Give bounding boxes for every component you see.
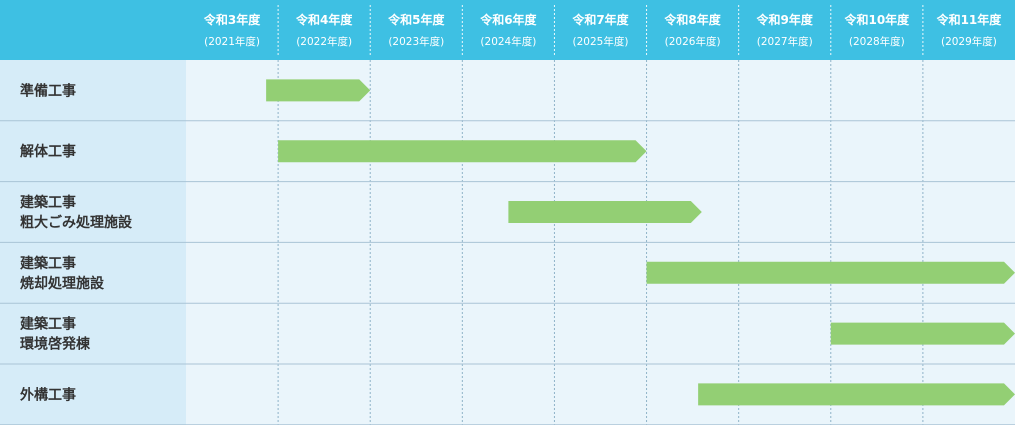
header-background: [0, 0, 1015, 60]
year-header-label: 令和5年度: [387, 12, 445, 27]
task-label: 外構工事: [20, 386, 76, 403]
task-label: 解体工事: [20, 143, 76, 160]
year-header-ad: (2021年度): [204, 35, 260, 48]
year-header-ad: (2027年度): [757, 35, 813, 48]
year-header-label: 令和7年度: [571, 12, 629, 27]
task-label: 焼却処理施設: [20, 275, 105, 292]
task-bar: [698, 383, 1015, 406]
year-header-ad: (2026年度): [665, 35, 721, 48]
year-header-label: 令和11年度: [936, 12, 1003, 27]
year-header-ad: (2028年度): [849, 35, 905, 48]
task-label: 環境啓発棟: [20, 336, 91, 353]
year-header-ad: (2024年度): [480, 35, 536, 48]
year-header-label: 令和4年度: [295, 12, 353, 27]
year-header-label: 令和9年度: [756, 12, 814, 27]
task-label: 準備工事: [20, 82, 76, 99]
year-header-label: 令和6年度: [479, 12, 537, 27]
year-header-label: 令和8年度: [663, 12, 721, 27]
task-bar: [508, 201, 702, 223]
year-header-ad: (2025年度): [573, 35, 629, 48]
task-bar: [266, 79, 371, 102]
year-header-ad: (2029年度): [941, 35, 997, 48]
task-bar: [646, 261, 1015, 284]
task-bar: [278, 140, 647, 163]
year-header-label: 令和3年度: [203, 12, 261, 27]
year-header-ad: (2022年度): [296, 35, 352, 48]
task-bar: [830, 322, 1015, 345]
year-header-label: 令和10年度: [843, 12, 910, 27]
task-label: 建築工事: [20, 255, 76, 272]
year-header-ad: (2023年度): [388, 35, 444, 48]
task-label: 建築工事: [20, 316, 76, 333]
task-label: 建築工事: [20, 194, 76, 211]
task-label: 粗大ごみ処理施設: [20, 214, 133, 231]
